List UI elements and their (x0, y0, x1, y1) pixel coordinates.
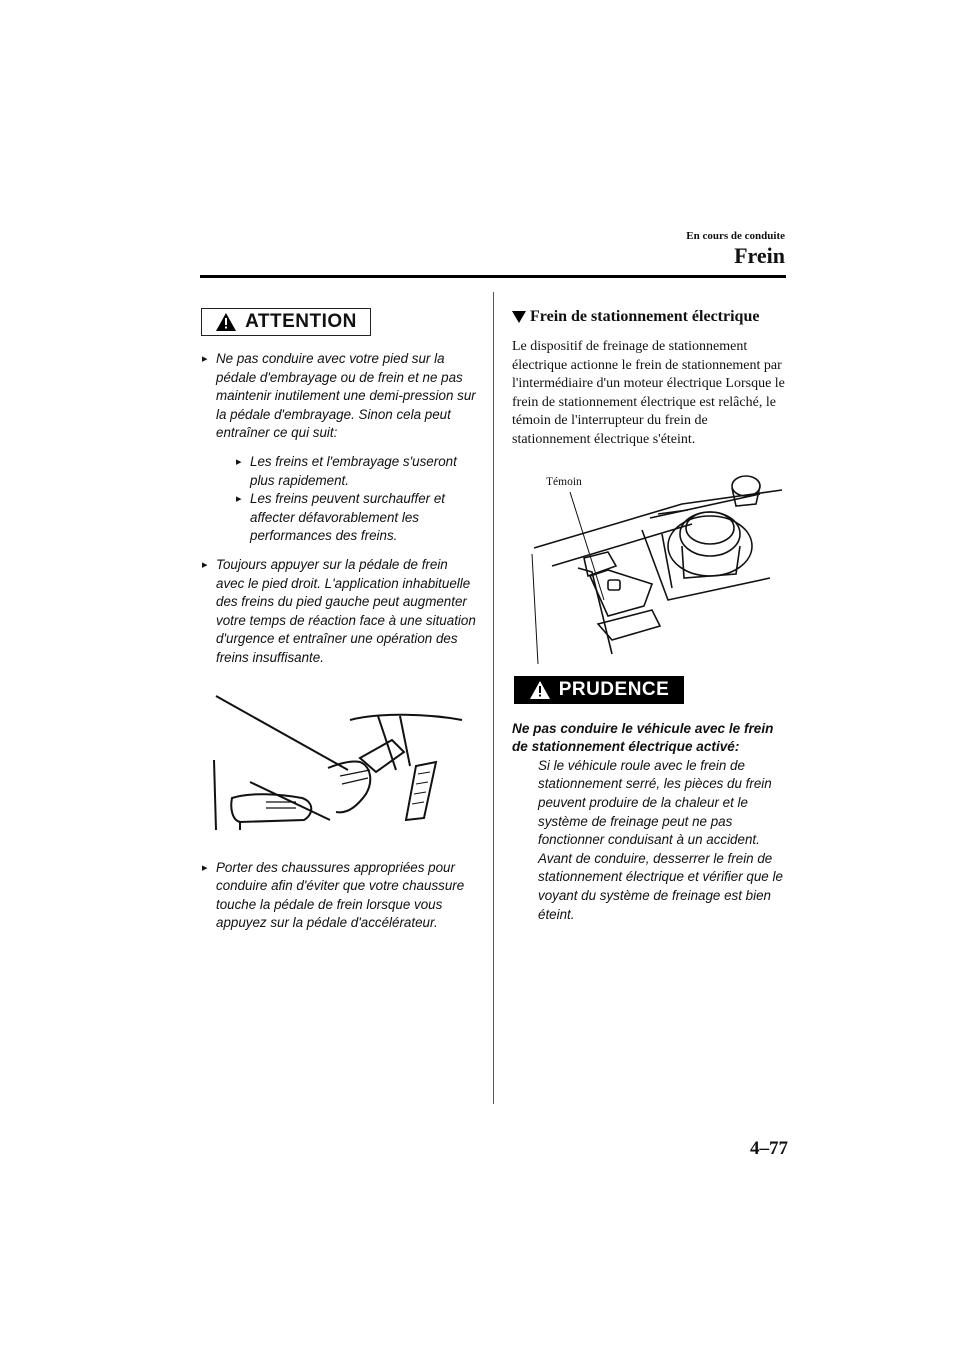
attention-item-text: Ne pas conduire avec votre pied sur la p… (216, 351, 476, 441)
section-body: Le dispositif de freinage de stationneme… (512, 339, 785, 447)
prudence-box: PRUDENCE (514, 675, 684, 704)
section-heading-text: Frein de stationnement électrique (530, 308, 760, 325)
console-illustration: Témoin (512, 474, 786, 664)
header-rule (200, 275, 786, 278)
attention-list-continued: Porter des chaussures appropriées pour c… (200, 859, 478, 933)
running-header-title: Frein (734, 243, 785, 268)
pedal-illustration (210, 690, 478, 845)
column-divider (493, 292, 494, 1104)
right-column: Frein de stationnement électrique Le dis… (512, 308, 786, 924)
attention-sub-list: Les freins et l'embrayage s'useront plus… (234, 453, 478, 546)
left-column: ATTENTION Ne pas conduire avec votre pie… (200, 308, 478, 933)
section-triangle-icon (512, 311, 526, 323)
section-heading: Frein de stationnement électrique (512, 308, 786, 326)
attention-item: Toujours appuyer sur la pédale de frein … (200, 556, 478, 668)
running-header-section: En cours de conduite (686, 230, 785, 242)
attention-item: Ne pas conduire avec votre pied sur la p… (200, 350, 478, 546)
attention-item: Porter des chaussures appropriées pour c… (200, 859, 478, 933)
warning-triangle-icon (529, 680, 551, 700)
prudence-body: Si le véhicule roule avec le frein de st… (538, 757, 783, 922)
attention-list: Ne pas conduire avec votre pied sur la p… (200, 350, 478, 668)
attention-sub-item: Les freins et l'embrayage s'useront plus… (234, 453, 478, 490)
attention-label: ATTENTION (245, 311, 357, 332)
figure-callout-label: Témoin (546, 475, 582, 488)
prudence-label: PRUDENCE (558, 678, 670, 700)
attention-box: ATTENTION (201, 308, 371, 336)
attention-sub-item: Les freins peuvent surchauffer et affect… (234, 490, 478, 546)
page-number: 4–77 (750, 1138, 788, 1159)
warning-triangle-icon (215, 312, 237, 332)
prudence-heading: Ne pas conduire le véhicule avec le frei… (512, 720, 774, 755)
